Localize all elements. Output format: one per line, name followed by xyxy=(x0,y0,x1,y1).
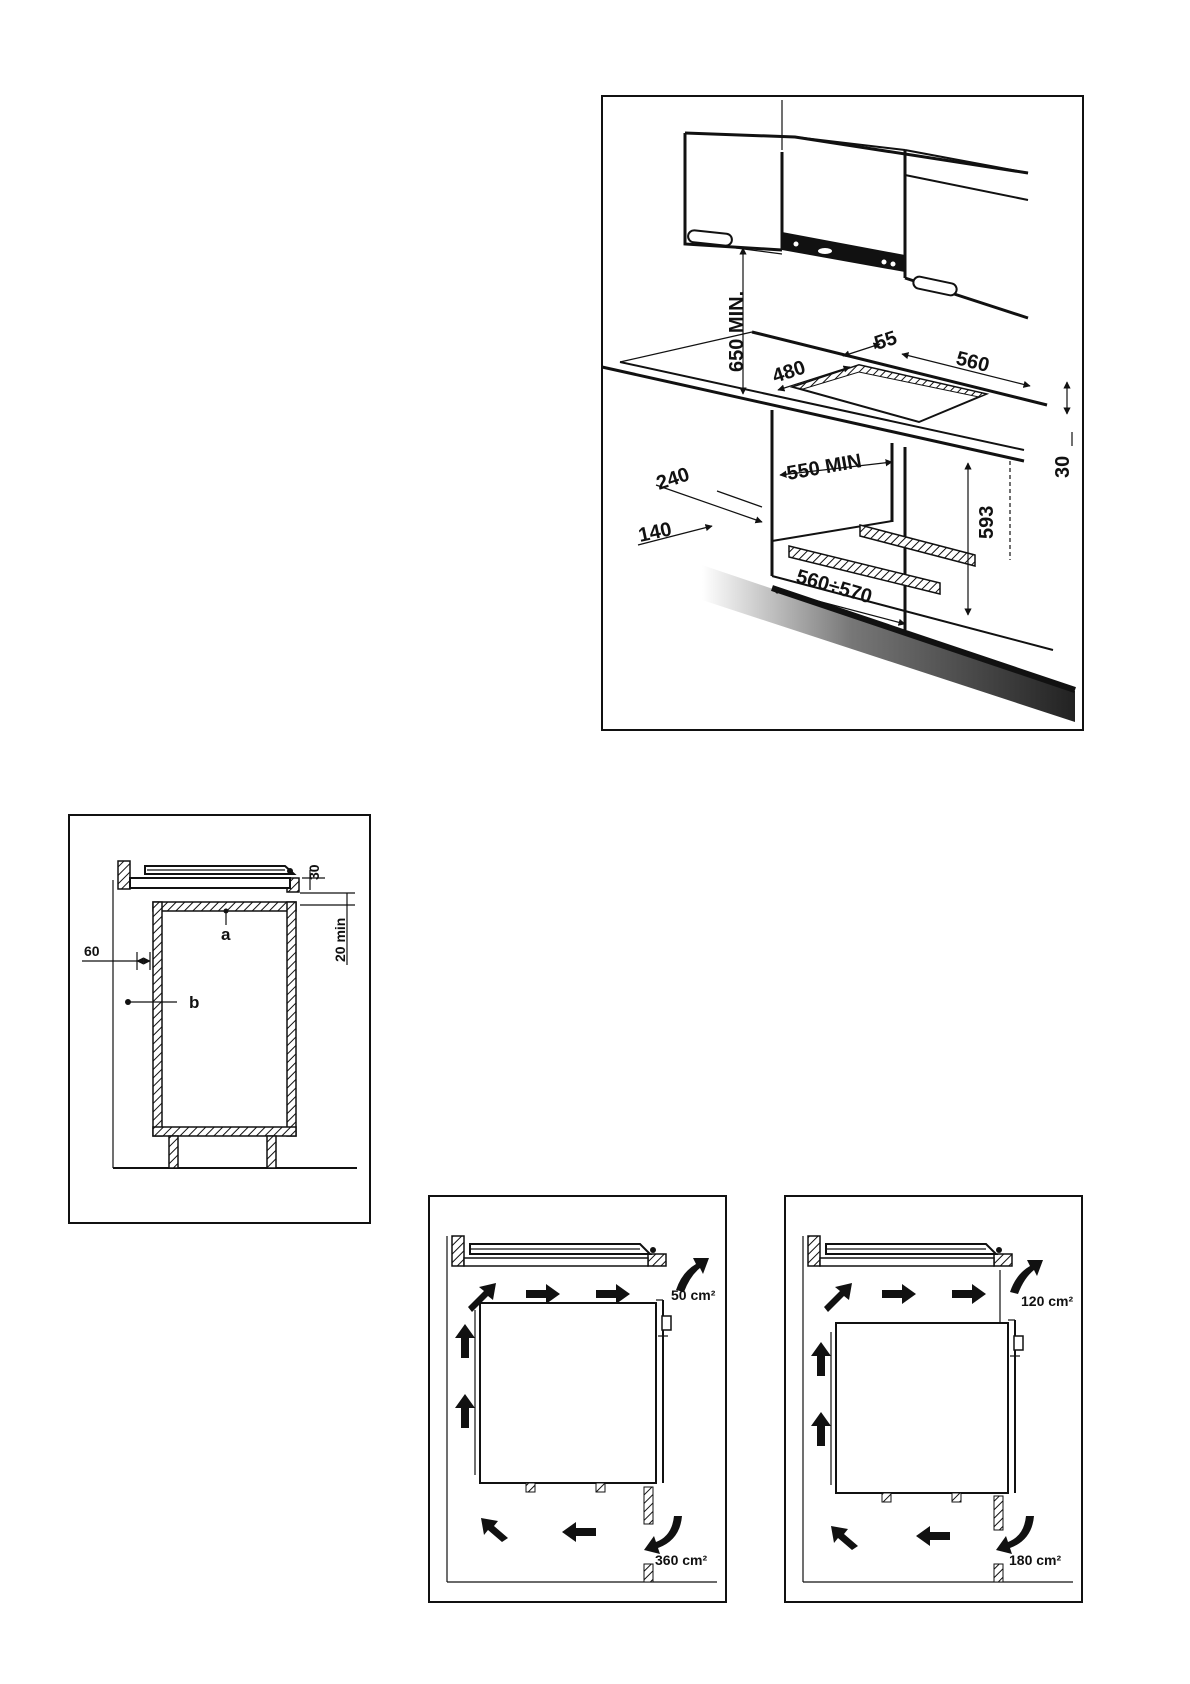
cabinet-section: 30 20 min 60 a b xyxy=(68,814,371,1224)
worktop xyxy=(601,330,1048,463)
wall-cabinets xyxy=(683,100,1029,320)
ventilation-diagram-left: 50 cm² 360 cm² xyxy=(428,1195,727,1603)
oven-niche xyxy=(702,410,1076,722)
vent-right-bottom-opening: 180 cm² xyxy=(1009,1552,1061,1568)
diagram-frame xyxy=(601,95,1084,731)
vent-right-top-opening: 120 cm² xyxy=(1021,1293,1073,1309)
label-a: a xyxy=(221,925,231,944)
vent-right-frame xyxy=(784,1195,1083,1603)
installation-diagram: 650 MIN. 55 480 560 30 240 550 MIN 593 1… xyxy=(601,95,1084,731)
dim-560: 560 xyxy=(954,348,992,377)
dim-593: 593 xyxy=(976,506,998,539)
section-frame xyxy=(68,814,371,1224)
section-dim-60: 60 xyxy=(84,943,100,959)
dim-650-min: 650 MIN. xyxy=(726,291,748,372)
dim-55: 55 xyxy=(872,327,900,355)
ventilation-diagram-right: 120 cm² 180 cm² xyxy=(784,1195,1083,1603)
section-dim-30: 30 xyxy=(306,864,322,880)
vent-left-bottom-opening: 360 cm² xyxy=(655,1552,707,1568)
dim-550-min: 550 MIN xyxy=(785,450,863,485)
dim-30-top: 30 xyxy=(1052,456,1074,478)
dim-140: 140 xyxy=(636,518,673,546)
dimension-lines xyxy=(637,247,1073,626)
vent-left-top-opening: 50 cm² xyxy=(671,1287,716,1303)
dim-240: 240 xyxy=(654,464,693,495)
section-dim-20-min: 20 min xyxy=(332,918,348,962)
label-b: b xyxy=(189,993,199,1012)
vent-left-frame xyxy=(428,1195,727,1603)
